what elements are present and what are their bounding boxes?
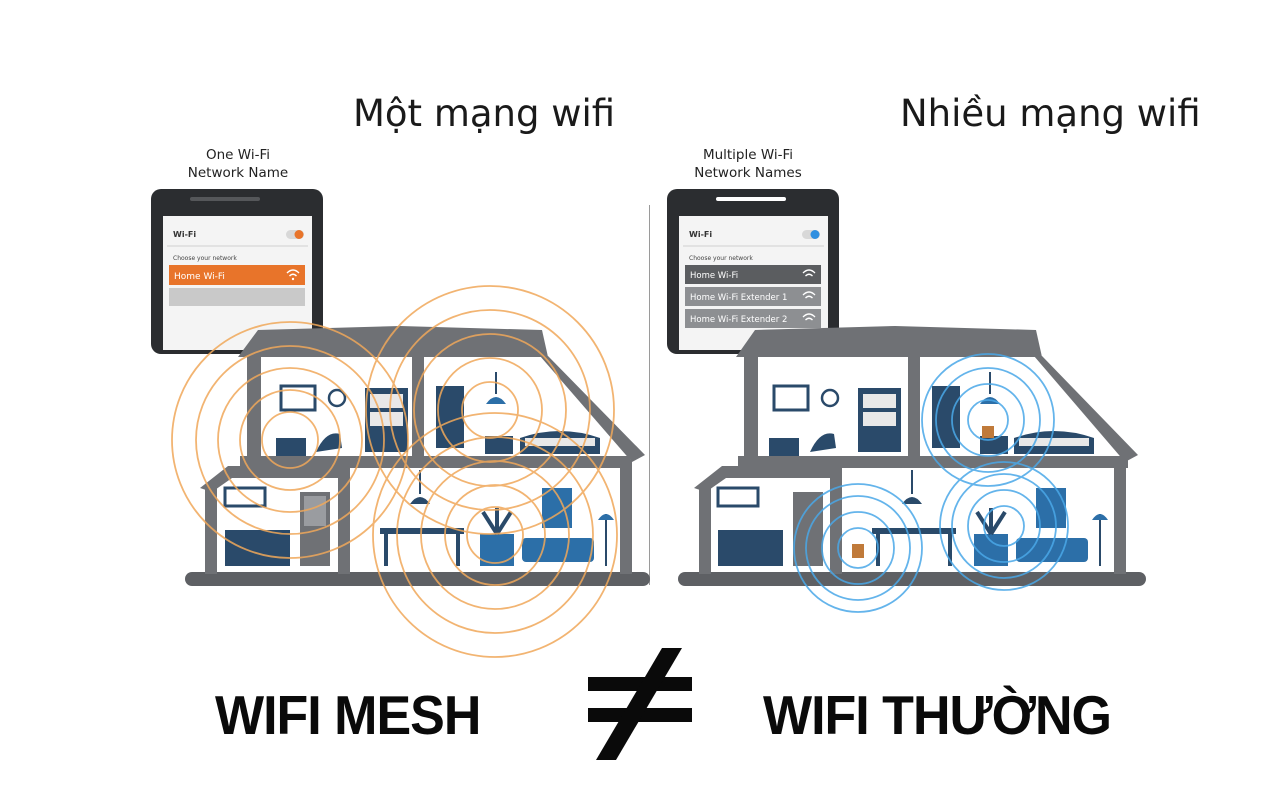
section-divider: [649, 205, 650, 585]
caption-line-2: Network Names: [694, 165, 802, 181]
phone-right-title: Wi-Fi: [689, 230, 712, 239]
caption-line-1: One Wi-Fi: [206, 147, 270, 163]
network-row: [169, 265, 305, 285]
phone-left: Wi-Fi Choose your network Home Wi-Fi: [151, 189, 323, 354]
phone-left-title: Wi-Fi: [173, 230, 196, 239]
network-row: [685, 309, 821, 328]
network-name: Home Wi-Fi: [690, 271, 738, 281]
caption-line-2: Network Name: [187, 165, 289, 181]
caption-one-wifi: One Wi-Fi Network Name: [138, 146, 338, 182]
caption-line-1: Multiple Wi-Fi: [702, 147, 794, 163]
house-right: [678, 326, 1146, 586]
phone-right: Wi-Fi Choose your network Home Wi-Fi Hom…: [667, 189, 839, 354]
wifi-icon: [802, 269, 816, 321]
network-row: [685, 265, 821, 284]
extender-signal-rings: [793, 353, 1069, 613]
toggle-switch: [294, 230, 304, 239]
network-name: Home Wi-Fi Extender 1: [690, 293, 787, 303]
choose-network-label: Choose your network: [173, 255, 237, 262]
mesh-signal-rings: [171, 285, 618, 658]
label-wifi-mesh: WIFI MESH: [215, 685, 481, 747]
network-row: [685, 287, 821, 306]
toggle-switch: [810, 230, 820, 239]
choose-network-label: Choose your network: [689, 255, 753, 262]
wifi-icon: [286, 269, 300, 277]
network-name: Home Wi-Fi Extender 2: [690, 315, 787, 325]
heading-many-networks: Nhiều mạng wifi: [900, 92, 1201, 135]
not-equal-symbol: [588, 648, 692, 760]
network-name: Home Wi-Fi: [174, 272, 225, 282]
house-left: [185, 326, 650, 586]
heading-one-network: Một mạng wifi: [353, 92, 616, 135]
caption-multiple-wifi: Multiple Wi-Fi Network Names: [648, 146, 848, 182]
label-wifi-thuong: WIFI THƯỜNG: [763, 685, 1112, 747]
